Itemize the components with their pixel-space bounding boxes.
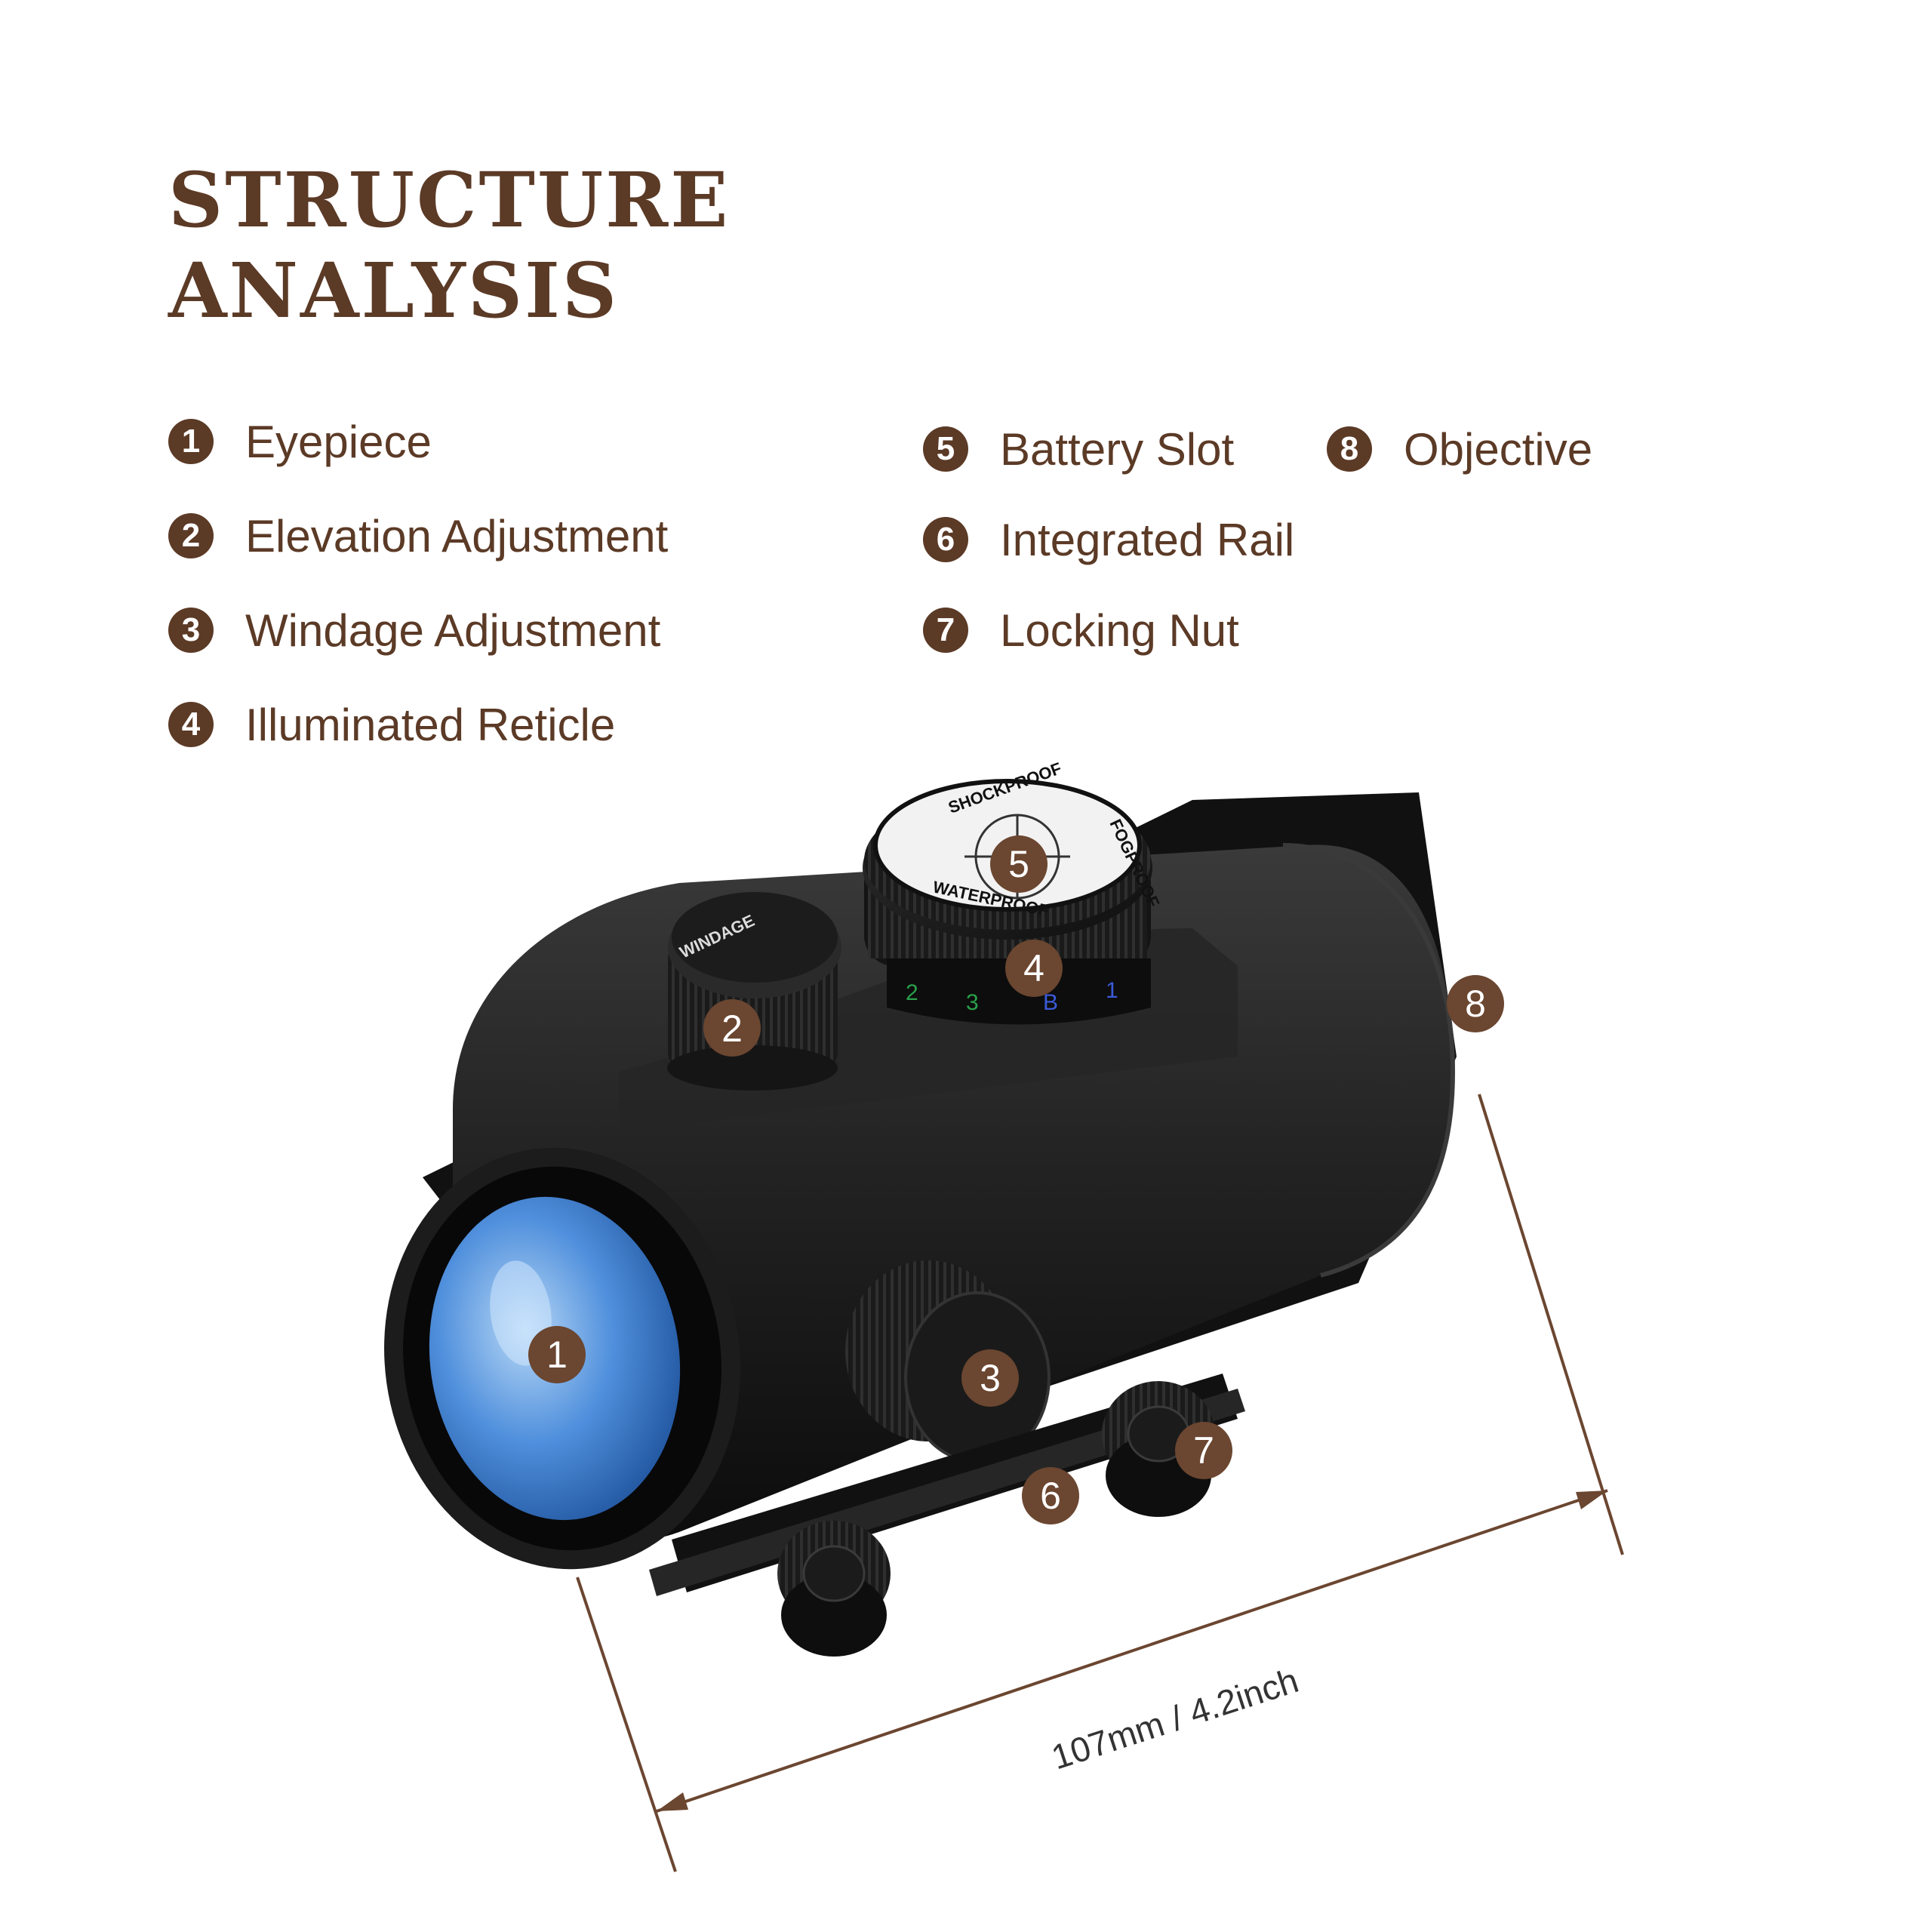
legend-label: Locking Nut: [1000, 605, 1239, 656]
marker-7: 7: [1193, 1429, 1214, 1472]
legend-item-battery-slot: 5 Battery Slot: [923, 419, 1234, 479]
locking-nut-front: [777, 1521, 891, 1657]
marker-1: 1: [546, 1334, 568, 1376]
marker-8: 8: [1465, 983, 1486, 1025]
legend-item-integrated-rail: 6 Integrated Rail: [923, 509, 1294, 570]
legend-item-objective: 8 Objective: [1327, 419, 1592, 479]
legend-number: 8: [1327, 426, 1372, 472]
legend-item-elevation-adjustment: 2 Elevation Adjustment: [168, 506, 668, 566]
marker-5: 5: [1008, 843, 1029, 885]
marker-3: 3: [980, 1357, 1001, 1399]
legend-number: 7: [923, 608, 968, 653]
legend-number: 3: [168, 608, 214, 653]
marker-4: 4: [1023, 947, 1044, 989]
legend-item-windage-adjustment: 3 Windage Adjustment: [168, 600, 660, 660]
legend-label: Windage Adjustment: [245, 605, 661, 656]
dial-setting: B: [1043, 990, 1058, 1015]
legend-label: Elevation Adjustment: [245, 510, 669, 561]
legend-label: Eyepiece: [245, 416, 432, 467]
legend-number: 1: [168, 419, 214, 464]
page-title: STRUCTURE ANALYSIS: [168, 155, 730, 336]
dial-setting: 2: [906, 980, 918, 1005]
legend-number: 2: [168, 513, 214, 558]
marker-2: 2: [721, 1008, 743, 1050]
legend-label: Objective: [1404, 423, 1593, 475]
legend-number: 4: [168, 702, 214, 747]
callout-markers: 1 2 3 4 5 6 7 8: [528, 835, 1504, 1524]
dimension-label: 107mm / 4.2inch: [1047, 1660, 1303, 1777]
title-line-2: ANALYSIS: [168, 246, 620, 335]
legend-label: Integrated Rail: [1000, 514, 1295, 565]
legend-item-illuminated-reticle: 4 Illuminated Reticle: [168, 694, 615, 755]
dial-setting: 3: [966, 990, 979, 1015]
elevation-knob: WINDAGE: [667, 892, 841, 1091]
title-line-1: STRUCTURE: [168, 155, 731, 245]
legend-label: Battery Slot: [1000, 423, 1235, 475]
legend-label: Illuminated Reticle: [245, 699, 616, 750]
marker-6: 6: [1040, 1475, 1061, 1517]
legend-item-eyepiece: 1 Eyepiece: [168, 411, 432, 472]
legend-number: 6: [923, 517, 968, 562]
dial-setting: 1: [1106, 978, 1118, 1003]
legend-number: 5: [923, 426, 968, 472]
legend-item-locking-nut: 7 Locking Nut: [923, 600, 1239, 660]
